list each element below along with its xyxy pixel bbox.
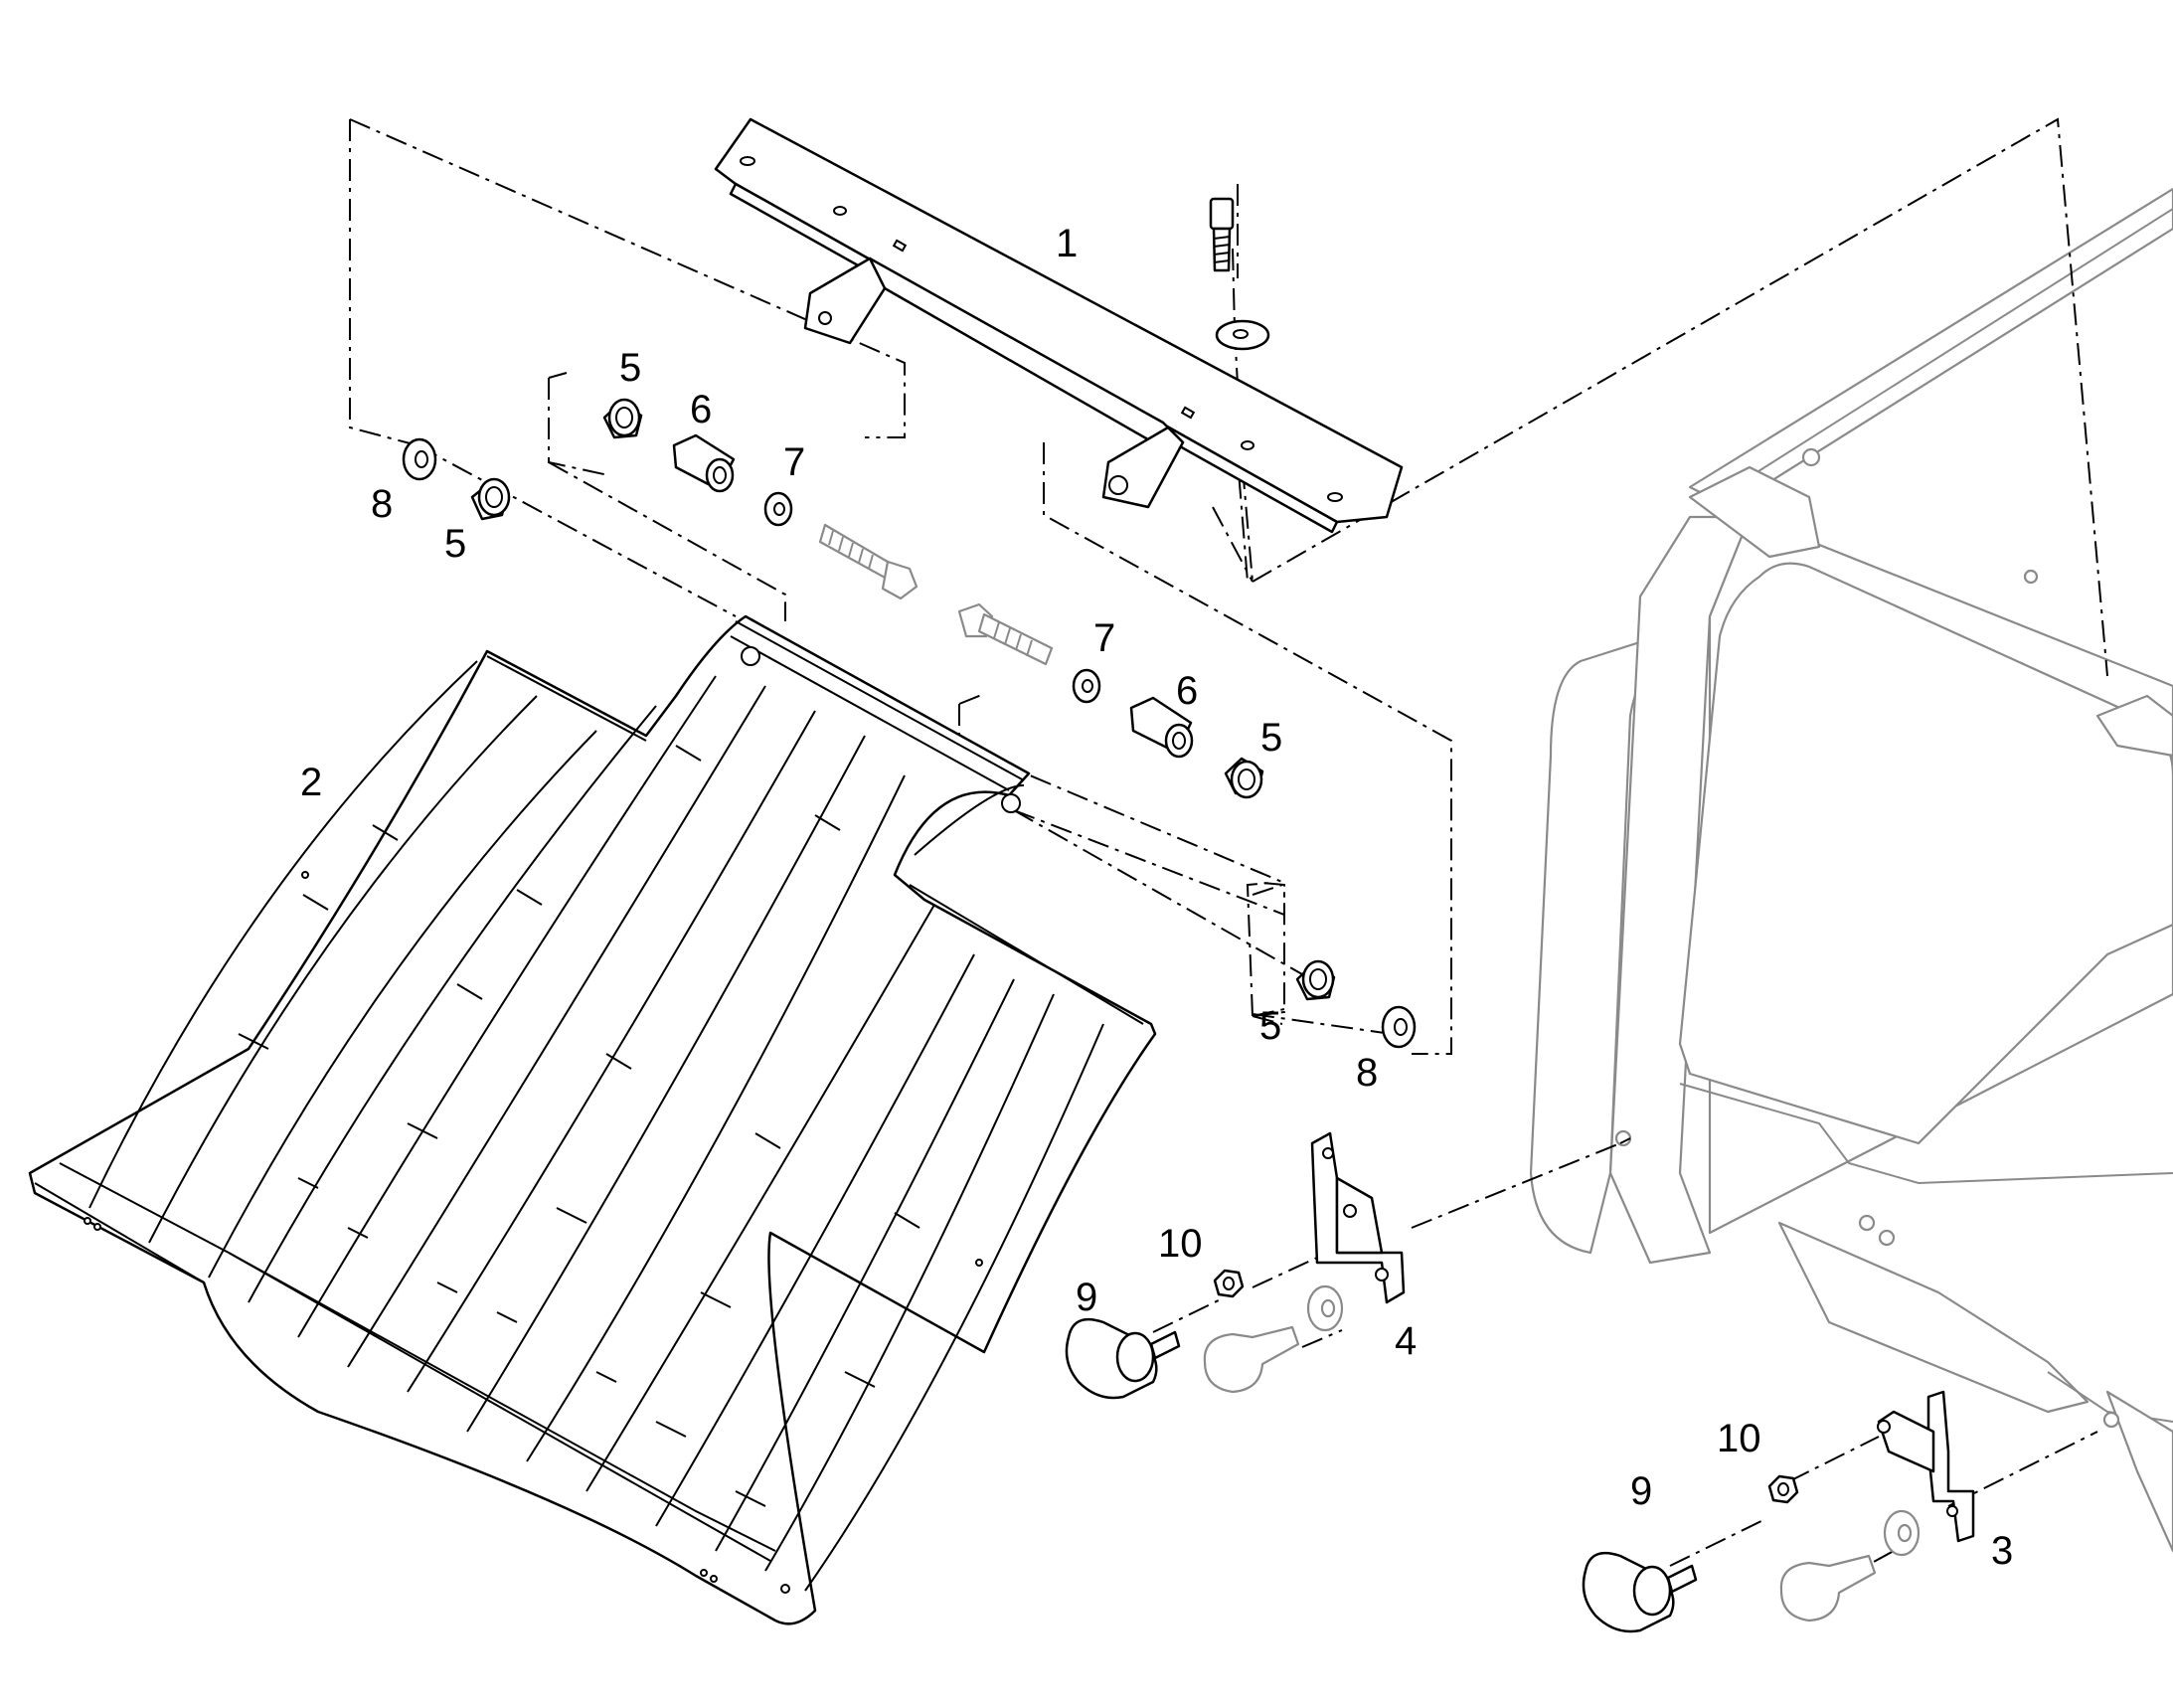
washer-7b [1072,668,1101,704]
bushing-5b [470,477,511,521]
nut-10b [1767,1474,1799,1504]
bolt-left [818,523,919,600]
washer-8b [1381,1005,1417,1049]
callout-9b: 9 [1630,1469,1652,1513]
callout-6a: 6 [690,388,712,431]
callout-9a: 9 [1076,1276,1097,1319]
bushing-5c [1224,757,1264,799]
grille-guard [28,614,1157,1625]
washer-3 [1883,1509,1921,1557]
bolt-3 [1779,1554,1877,1623]
mounting-bracket [714,117,1404,534]
callout-6b: 6 [1176,669,1198,713]
nut-10a [1213,1269,1245,1298]
stop-bracket-4 [1310,1131,1406,1304]
callout-4: 4 [1395,1319,1417,1363]
callout-7b: 7 [1093,616,1115,660]
bushing-5d [1295,959,1336,1001]
callout-8b: 8 [1356,1051,1378,1095]
stop-bracket-3 [1877,1390,1975,1543]
bolt-right [957,602,1054,666]
washer-4 [1306,1284,1344,1332]
callout-5d: 5 [1259,1004,1281,1048]
callout-5b: 5 [444,522,466,566]
callout-2: 2 [300,761,322,804]
bushing-5a [602,398,643,439]
bolt-4 [1203,1325,1300,1394]
callout-10b: 10 [1717,1417,1761,1460]
callout-1: 1 [1056,222,1078,265]
callout-10a: 10 [1158,1222,1203,1266]
spacer-6a [672,433,736,493]
top-bolt [1209,197,1270,351]
callout-3: 3 [1991,1529,2013,1573]
bumper-9b [1582,1551,1698,1633]
cab-frame [1529,187,2173,1553]
callout-5a: 5 [619,346,641,390]
spacer-6b [1129,696,1194,759]
callout-5c: 5 [1260,716,1282,760]
washer-8a [402,437,437,481]
washer-7a [763,491,793,527]
assembly-guide-lines [349,117,2108,1582]
callout-8a: 8 [371,482,393,526]
callout-labels: 1 2 3 4 5 5 5 5 6 6 7 7 8 8 9 9 10 10 [300,222,2013,1573]
callout-7a: 7 [783,440,805,484]
bumper-9a [1065,1317,1181,1400]
